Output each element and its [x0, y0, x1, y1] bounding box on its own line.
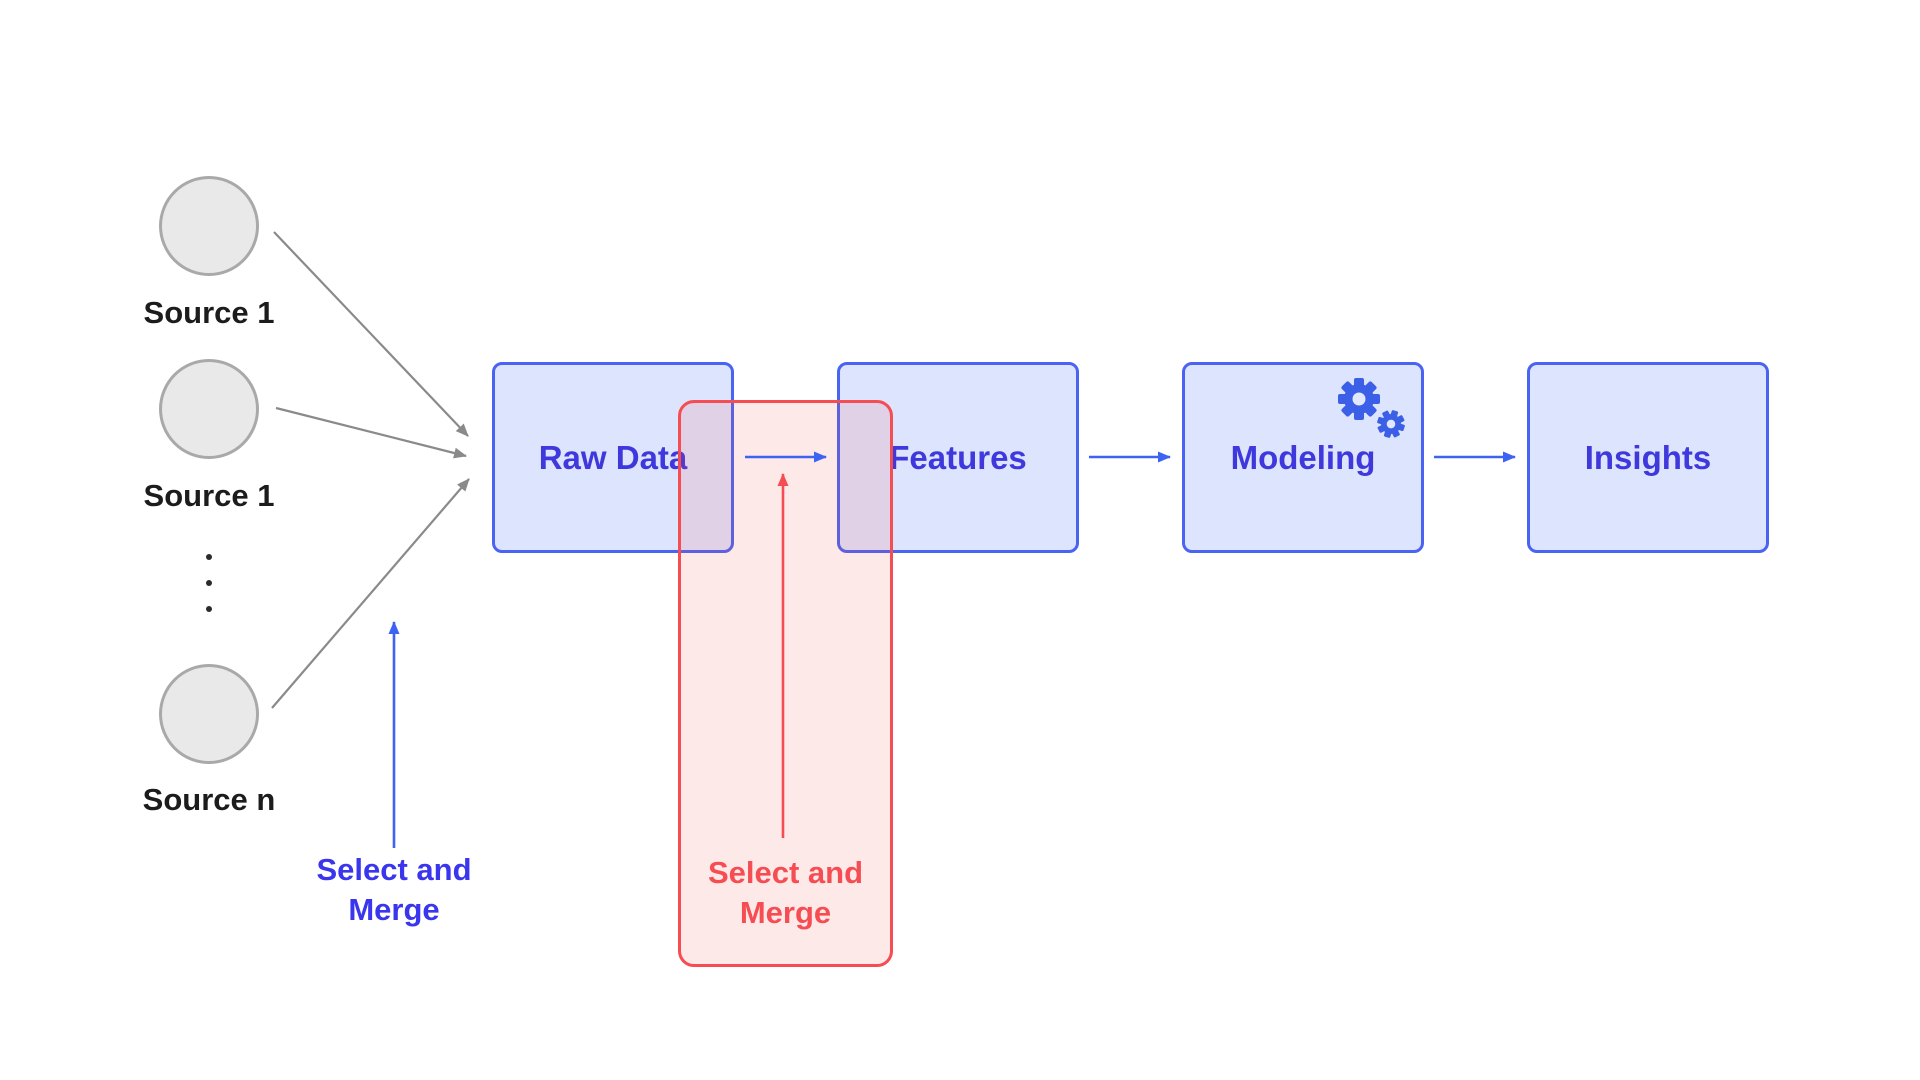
source-label-2: Source 1 [143, 478, 275, 513]
select-merge-blue-caption: Select and Merge [284, 850, 504, 930]
select-merge-red-caption: Select and Merge [681, 853, 890, 933]
select-merge-blue-line1: Select and [316, 852, 472, 887]
pipeline-box-insights: Insights [1527, 362, 1769, 553]
source-label-1: Source 1 [143, 295, 275, 330]
arrow-source1-to-rawdata [273, 231, 469, 437]
arrow-source2-to-rawdata [275, 406, 467, 459]
vertical-ellipsis-dot [206, 554, 212, 560]
pipeline-box-features: Features [837, 362, 1079, 553]
select-merge-overlay: Select and Merge [678, 400, 893, 967]
select-merge-red-line2: Merge [739, 895, 832, 930]
source-label-n: Source n [142, 782, 276, 817]
modeling-label: Modeling [1230, 438, 1376, 476]
insights-label: Insights [1584, 438, 1712, 476]
select-merge-red-line1: Select and [707, 855, 864, 890]
source-node-1 [159, 176, 259, 276]
gears-icon [1338, 378, 1405, 438]
pipeline-box-raw-data: Raw Data [492, 362, 734, 553]
source-node-2 [159, 359, 259, 459]
select-merge-blue-line2: Merge [348, 892, 440, 927]
source-node-n [159, 664, 259, 764]
features-label: Features [889, 438, 1027, 476]
vertical-ellipsis-dot [206, 606, 212, 612]
vertical-ellipsis-dot [206, 580, 212, 586]
raw-data-label: Raw Data [538, 438, 688, 476]
pipeline-box-modeling: Modeling [1182, 362, 1424, 553]
